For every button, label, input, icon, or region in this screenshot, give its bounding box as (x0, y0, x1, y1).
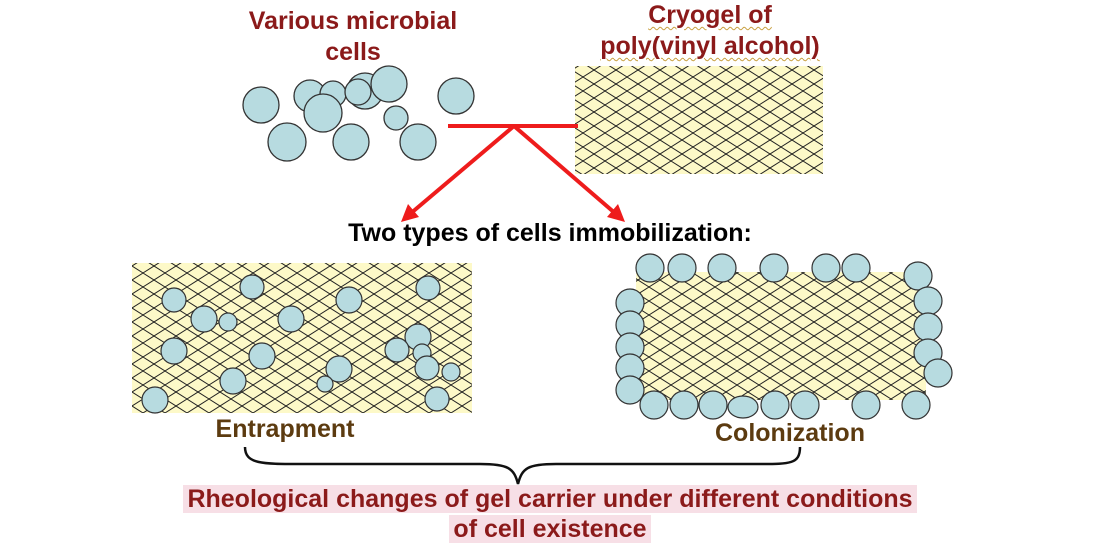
conclusion-text: Rheological changes of gel carrier under… (40, 484, 1060, 544)
colonizing-cells (615, 253, 953, 420)
colonization-gel (636, 272, 926, 400)
cryogel-label: Cryogel of poly(vinyl alcohol) (545, 0, 875, 62)
microbial-cells-label-line2: cells (325, 38, 381, 66)
cryogel-label-line2: poly(vinyl alcohol) (600, 32, 820, 60)
cryogel-label-line1: Cryogel of (648, 1, 772, 29)
conclusion-line1: Rheological changes of gel carrier under… (183, 485, 917, 513)
cryogel-block (575, 66, 823, 174)
combine-arrows (408, 124, 618, 216)
entrapment-gel (132, 263, 472, 413)
curly-brace (243, 446, 802, 485)
colonization-label: Colonization (715, 419, 865, 447)
immobilization-types-title: Two types of cells immobilization: (348, 219, 752, 247)
microbial-cells-label-line1: Various microbial (248, 7, 458, 35)
entrapped-cells (141, 274, 461, 414)
entrapment-label: Entrapment (215, 415, 355, 443)
arrow-head-left (401, 204, 419, 222)
conclusion-line2: of cell existence (449, 515, 651, 543)
microbial-cells-label: Various microbial cells (188, 6, 518, 68)
arrow-head-right (607, 204, 625, 222)
free-microbial-cells (242, 65, 475, 162)
